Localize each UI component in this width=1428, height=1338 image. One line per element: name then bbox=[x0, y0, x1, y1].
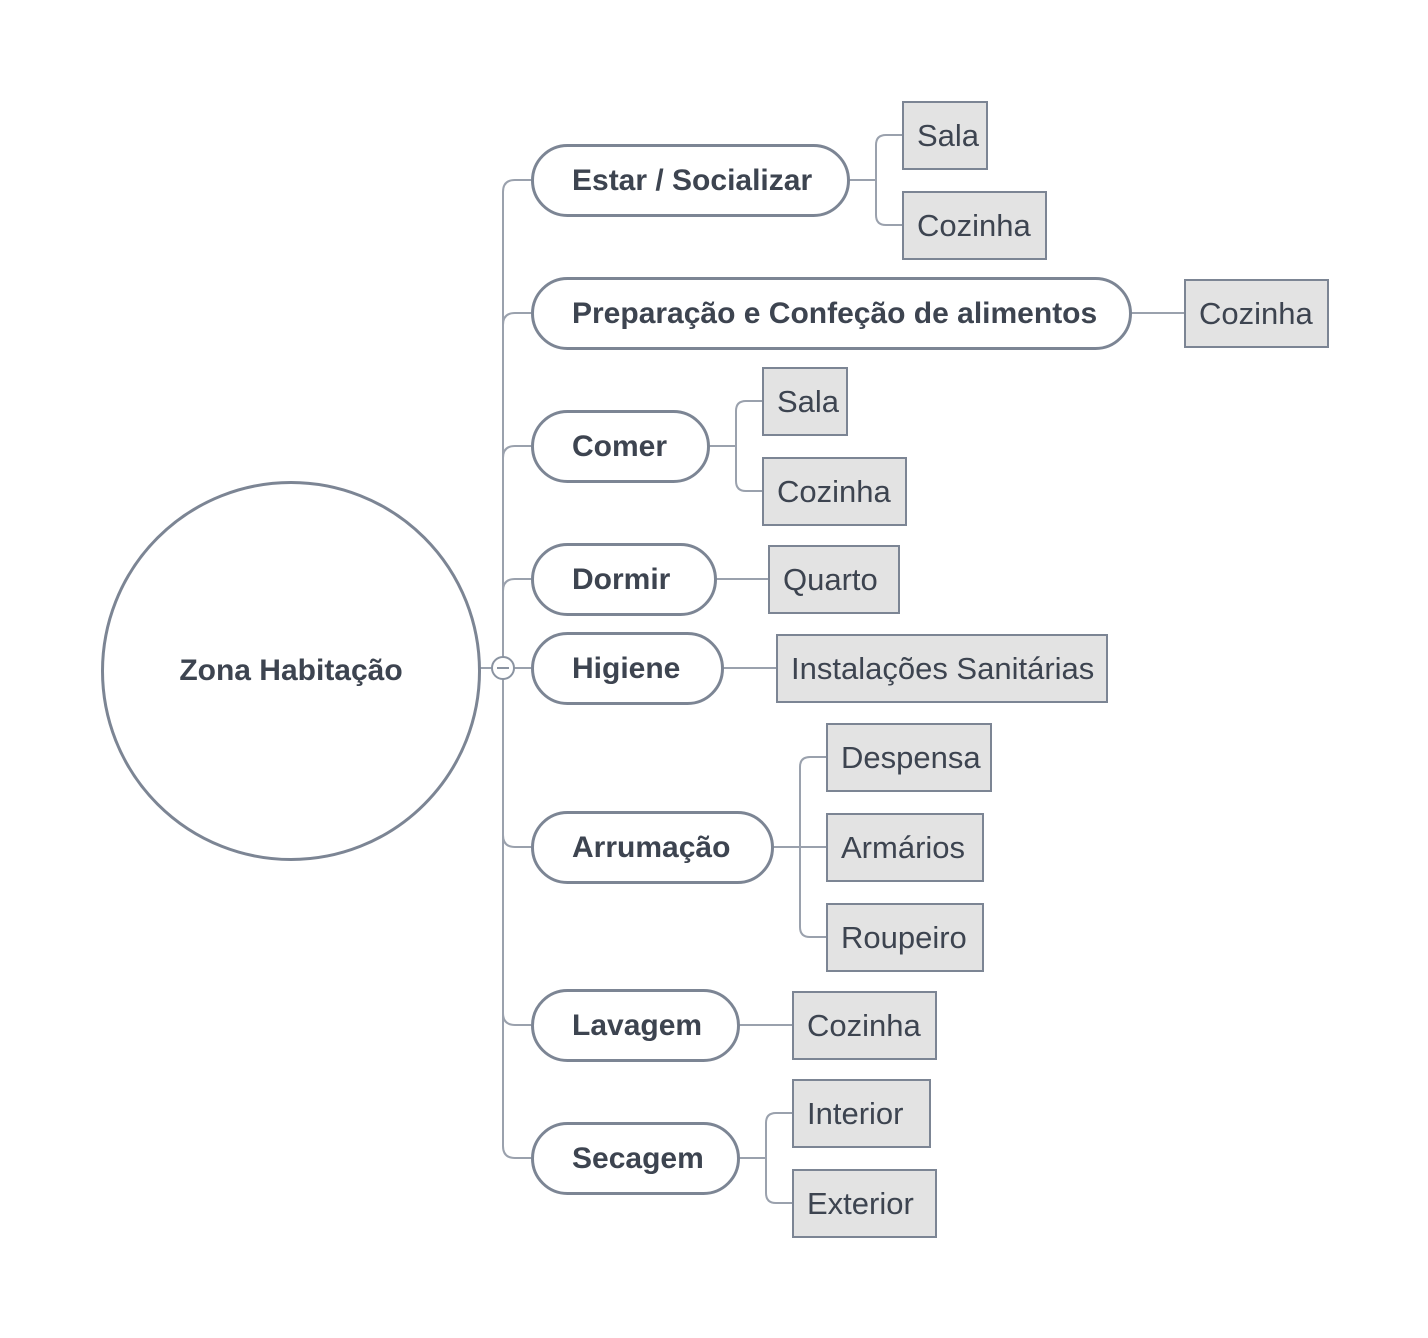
leaf-label: Interior bbox=[807, 1095, 904, 1131]
leaf-label: Cozinha bbox=[777, 473, 891, 509]
leaf-sala[interactable]: Sala bbox=[762, 367, 848, 436]
leaf-cozinha[interactable]: Cozinha bbox=[792, 991, 937, 1060]
branch-higiene[interactable]: Higiene bbox=[531, 632, 724, 705]
branch-label: Lavagem bbox=[572, 1008, 703, 1042]
leaf-label: Cozinha bbox=[917, 207, 1031, 243]
branch-label: Preparação e Confeção de alimentos bbox=[572, 296, 1098, 330]
leaf-label: Cozinha bbox=[807, 1007, 921, 1043]
leaf-label: Sala bbox=[917, 117, 980, 153]
branch-label: Comer bbox=[572, 429, 668, 463]
root-node[interactable]: Zona Habitação bbox=[101, 481, 481, 861]
branch-label: Arrumação bbox=[572, 830, 731, 864]
leaf-label: Roupeiro bbox=[841, 919, 967, 955]
branch-dormir[interactable]: Dormir bbox=[531, 543, 717, 616]
leaf-cozinha[interactable]: Cozinha bbox=[902, 191, 1047, 260]
leaf-exterior[interactable]: Exterior bbox=[792, 1169, 937, 1238]
leaf-label: Quarto bbox=[783, 561, 878, 597]
leaf-instalacoes-sanitarias[interactable]: Instalações Sanitárias bbox=[776, 634, 1108, 703]
leaf-despensa[interactable]: Despensa bbox=[826, 723, 992, 792]
leaf-roupeiro[interactable]: Roupeiro bbox=[826, 903, 984, 972]
leaf-label: Despensa bbox=[841, 739, 981, 775]
leaf-interior[interactable]: Interior bbox=[792, 1079, 931, 1148]
branch-secagem[interactable]: Secagem bbox=[531, 1122, 740, 1195]
branch-lavagem[interactable]: Lavagem bbox=[531, 989, 740, 1062]
branch-preparacao-confecao[interactable]: Preparação e Confeção de alimentos bbox=[531, 277, 1132, 350]
branch-comer[interactable]: Comer bbox=[531, 410, 710, 483]
leaf-cozinha[interactable]: Cozinha bbox=[1184, 279, 1329, 348]
branch-label: Dormir bbox=[572, 562, 671, 596]
root-label: Zona Habitação bbox=[179, 654, 403, 687]
leaf-label: Cozinha bbox=[1199, 295, 1313, 331]
leaf-quarto[interactable]: Quarto bbox=[768, 545, 900, 614]
branch-label: Higiene bbox=[572, 651, 681, 685]
leaf-label: Instalações Sanitárias bbox=[791, 650, 1095, 686]
branch-arrumacao[interactable]: Arrumação bbox=[531, 811, 774, 884]
leaf-sala[interactable]: Sala bbox=[902, 101, 988, 170]
leaf-label: Sala bbox=[777, 383, 840, 419]
branch-label: Estar / Socializar bbox=[572, 163, 813, 197]
leaf-label: Armários bbox=[841, 829, 966, 865]
branch-label: Secagem bbox=[572, 1141, 704, 1175]
leaf-label: Exterior bbox=[807, 1185, 914, 1221]
collapse-toggle-icon[interactable] bbox=[491, 656, 515, 680]
branch-estar-socializar[interactable]: Estar / Socializar bbox=[531, 144, 850, 217]
leaf-cozinha[interactable]: Cozinha bbox=[762, 457, 907, 526]
leaf-armarios[interactable]: Armários bbox=[826, 813, 984, 882]
